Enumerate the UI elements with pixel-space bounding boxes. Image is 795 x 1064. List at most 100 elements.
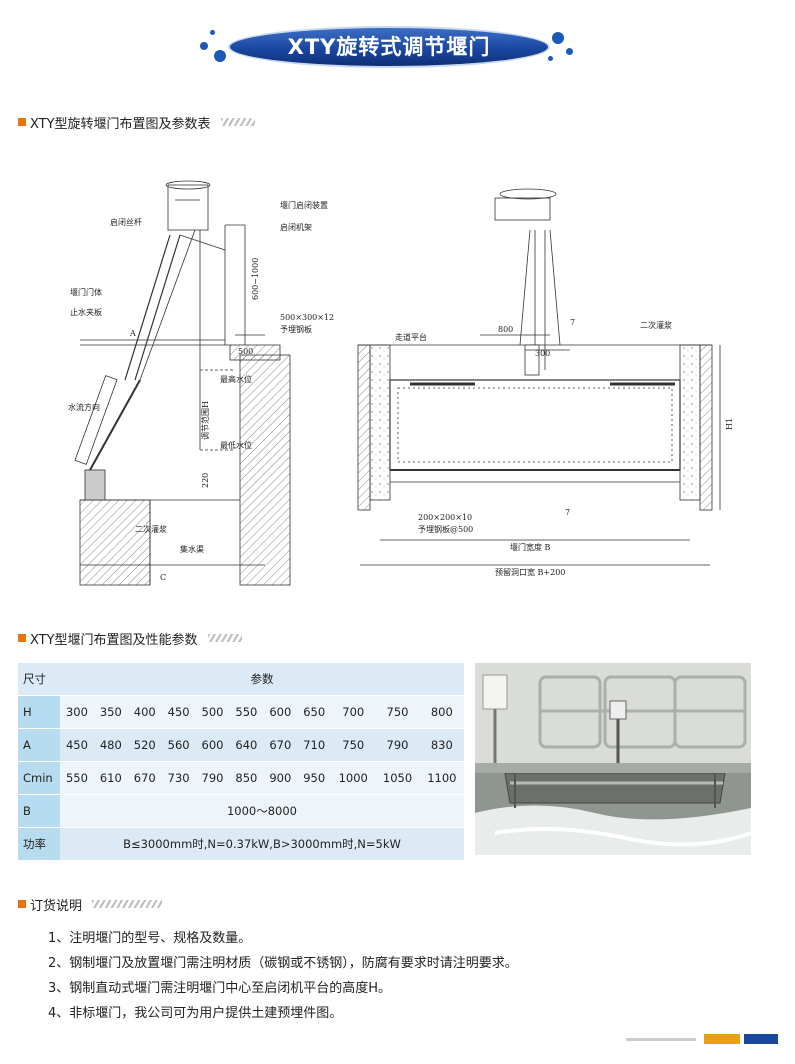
label-dim-h1: H1 (725, 418, 734, 430)
table-cell: 600 (263, 695, 298, 729)
side-view (74, 180, 291, 586)
slash-decor (220, 118, 255, 126)
label-embed-plate-2: 200×200×10 (418, 513, 472, 522)
label-dim-a: A (129, 329, 136, 338)
table-cell: 400 (127, 695, 162, 729)
table-cell: 790 (375, 728, 420, 762)
section-heading: XTY型堰门布置图及性能参数 (18, 628, 242, 648)
table-cell: 600 (195, 728, 230, 762)
table-cell: 520 (127, 728, 162, 762)
table-cell: 560 (161, 728, 196, 762)
note-item: 4、非标堰门，我公司可为用户提供土建预埋件图。 (48, 1006, 343, 1021)
table-cell: 1050 (375, 761, 420, 795)
row-label: 功率 (18, 827, 60, 861)
table-cell: 750 (331, 728, 376, 762)
table-cell: 700 (331, 695, 376, 729)
table-cell: 650 (297, 695, 332, 729)
table-cell: 800 (419, 695, 464, 729)
table-header-row: 尺寸 参数 (18, 663, 464, 696)
label-walkway: 走道平台 (395, 332, 427, 342)
label-opening-width: 预留洞口宽 B+200 (495, 567, 565, 577)
front-view (357, 188, 721, 566)
label-grout-left: 二次灌浆 (135, 524, 167, 534)
table-cell: B≤3000mm时,N=0.37kW,B>3000mm时,N=5kW (60, 827, 464, 861)
note-item: 1、注明堰门的型号、规格及数量。 (48, 931, 252, 946)
bullet-square-icon (18, 118, 26, 126)
table-cell: 450 (161, 695, 196, 729)
decor-dot (566, 48, 573, 55)
label-adjust-range: 调节范围H (200, 401, 210, 440)
label-device: 堰门启闭装置 (280, 200, 328, 210)
table-cell: 480 (93, 728, 128, 762)
gate-photo (475, 663, 751, 855)
table-cell: 790 (195, 761, 230, 795)
section-title: XTY型旋转堰门布置图及参数表 (30, 116, 211, 132)
table-cell: 350 (93, 695, 128, 729)
slash-decor (92, 900, 163, 908)
table-cell: 750 (375, 695, 420, 729)
label-embed-plate-1: 500×300×12 (280, 313, 334, 322)
table-cell: 850 (229, 761, 264, 795)
table-cell: 550 (229, 695, 264, 729)
section-heading: 订货说明 (18, 894, 163, 914)
table-cell: 1100 (419, 761, 464, 795)
decor-dot (200, 42, 208, 50)
label-gate-width: 堰门宽度 B (510, 542, 551, 552)
table-header-size: 尺寸 (18, 663, 60, 696)
page-title: XTY旋转式调节堰门 (287, 35, 491, 59)
table-cell: 610 (93, 761, 128, 795)
decor-dot (552, 32, 564, 44)
label-dim-300: 300 (535, 349, 550, 358)
slash-decor (207, 634, 242, 642)
label-screw: 启闭丝杆 (110, 217, 142, 227)
label-grout-right: 二次灌浆 (640, 320, 672, 330)
label-seal-plate: 止水夹板 (70, 307, 102, 317)
order-notes: 1、注明堰门的型号、规格及数量。 2、钢制堰门及放置堰门需注明材质（碳钢或不锈钢… (48, 926, 518, 1026)
label-height-range: 600~1000 (251, 258, 260, 300)
section-heading: XTY型旋转堰门布置图及参数表 (18, 112, 255, 132)
label-embed-plate-1b: 予埋钢板 (280, 324, 312, 334)
label-gate-body: 堰门门体 (70, 287, 102, 297)
table-cell: 1000～8000 (60, 794, 464, 828)
section-title: XTY型堰门布置图及性能参数 (30, 632, 198, 648)
label-flow-dir: 水流方向 (68, 402, 100, 412)
row-label: Cmin (18, 761, 60, 795)
table-cell: 830 (419, 728, 464, 762)
decor-dot (214, 50, 226, 62)
row-label: B (18, 794, 60, 828)
table-cell: 500 (195, 695, 230, 729)
section-title: 订货说明 (30, 898, 83, 914)
table-cell: 300 (60, 695, 94, 729)
gate-drawing: 启闭丝杆 堰门门体 止水夹板 水流方向 二次灌浆 集水渠 堰门启闭装置 启闭机架… (68, 180, 734, 586)
label-channel: 集水渠 (180, 544, 204, 554)
table-cell: 710 (297, 728, 332, 762)
table-cell: 450 (60, 728, 94, 762)
table-cell: 640 (229, 728, 264, 762)
footer-decor (626, 1034, 778, 1044)
row-label: A (18, 728, 60, 762)
label-dim-7-bottom: 7 (565, 508, 570, 517)
table-cell: 550 (60, 761, 94, 795)
table-cell: 670 (127, 761, 162, 795)
table-cell: 1000 (331, 761, 376, 795)
table-cell: 900 (263, 761, 298, 795)
label-frame: 启闭机架 (280, 222, 312, 232)
banner-pill (230, 28, 548, 66)
table-cell: 670 (263, 728, 298, 762)
row-label: H (18, 695, 60, 729)
table-cell: 950 (297, 761, 332, 795)
label-embed-plate-2b: 予埋钢板@500 (418, 524, 473, 534)
label-dim-800: 800 (498, 325, 513, 334)
bullet-square-icon (18, 900, 26, 908)
decor-dot (210, 30, 215, 35)
label-dim-220: 220 (201, 473, 210, 488)
label-dim-500: 500 (238, 347, 253, 356)
table-cell: 730 (161, 761, 196, 795)
decor-dot (548, 56, 553, 61)
label-dim-7-top: 7 (570, 318, 575, 327)
